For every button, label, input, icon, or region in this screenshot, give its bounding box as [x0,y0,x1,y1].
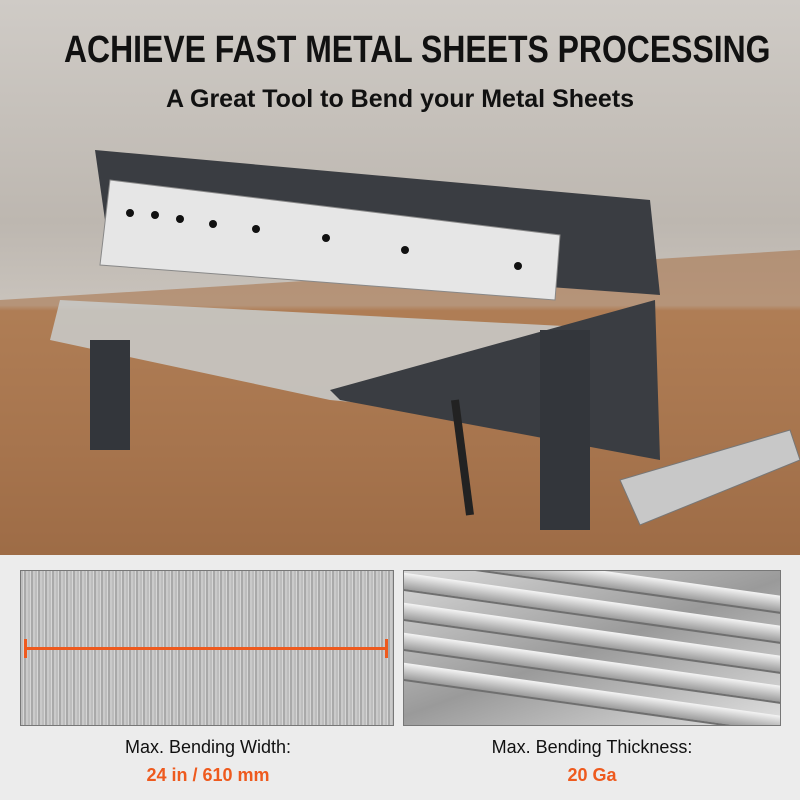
sheet-metal-brake-illustration [0,150,800,555]
bending-thickness-image [403,570,781,726]
product-hero-image: ACHIEVE FAST METAL SHEETS PROCESSING A G… [0,0,800,555]
width-measure-line [24,639,388,658]
subheadline: A Great Tool to Bend your Metal Sheets [165,85,635,113]
width-value: 24 in / 610 mm [146,765,270,785]
width-label: Max. Bending Width: [124,737,292,757]
thickness-label: Max. Bending Thickness: [491,737,693,757]
thickness-value: 20 Ga [567,765,617,785]
headline: ACHIEVE FAST METAL SHEETS PROCESSING [64,29,771,71]
